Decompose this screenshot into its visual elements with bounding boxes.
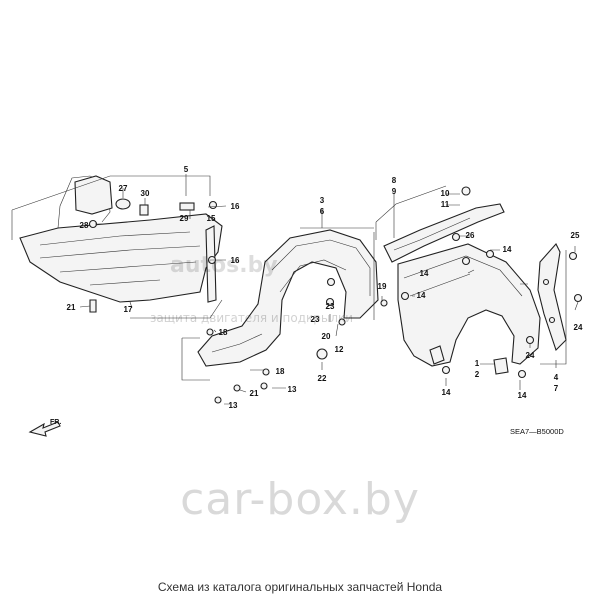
- callout-14-bottom-left: 14: [442, 388, 451, 397]
- callout-5: 5: [184, 165, 189, 174]
- callout-16-lower: 16: [231, 256, 240, 265]
- callout-24-left: 24: [526, 351, 535, 360]
- callout-14-top: 14: [503, 245, 512, 254]
- callout-21-right: 21: [250, 389, 259, 398]
- front-direction-arrow: FR.: [28, 419, 61, 437]
- callout-4: 4: [554, 373, 559, 382]
- callout-18-upper: 18: [219, 328, 228, 337]
- callout-28: 28: [80, 221, 89, 230]
- callout-2: 2: [475, 370, 480, 379]
- callout-19: 19: [378, 282, 387, 291]
- fender-upper-rail: [383, 186, 505, 263]
- callout-3: 3: [320, 196, 325, 205]
- callout-14-left: 14: [417, 291, 426, 300]
- inner-fender: [197, 229, 388, 404]
- fr-label: FR.: [50, 419, 61, 426]
- callout-9: 9: [392, 187, 397, 196]
- leader-lines: [79, 174, 579, 405]
- callout-18-lower: 18: [276, 367, 285, 376]
- footer-caption: Схема из каталога оригинальных запчастей…: [157, 580, 443, 594]
- callout-13-left: 13: [229, 401, 238, 410]
- watermark-sub: защита двигателя и подкрылки: [150, 311, 353, 325]
- callout-25: 25: [571, 231, 580, 240]
- callout-10: 10: [441, 189, 450, 198]
- callout-22: 22: [318, 374, 327, 383]
- fender-bracket: [525, 243, 583, 352]
- callout-23-lower: 23: [311, 315, 320, 324]
- callout-12: 12: [335, 345, 344, 354]
- watermark-main: autos.by: [170, 253, 278, 278]
- callout-23-upper: 23: [326, 302, 335, 311]
- callout-27: 27: [119, 184, 128, 193]
- callout-17: 17: [124, 305, 133, 314]
- callout-20: 20: [322, 332, 331, 341]
- callout-1: 1: [475, 359, 480, 368]
- footer-logo-text: car-box.by: [180, 474, 420, 525]
- diagram-code: SEA7—B5000D: [510, 427, 564, 436]
- callout-26: 26: [466, 231, 475, 240]
- callout-14-bottom-right: 14: [518, 391, 527, 400]
- callout-13-right: 13: [288, 385, 297, 394]
- callout-11: 11: [441, 200, 450, 209]
- front-fender: [397, 243, 541, 379]
- callout-labels: 5 27 30 28 29 15 16 16 21 17 3 6 18 18 2…: [67, 165, 583, 410]
- callout-8: 8: [392, 176, 397, 185]
- callout-30: 30: [141, 189, 150, 198]
- callout-7: 7: [554, 384, 559, 393]
- callout-15: 15: [207, 214, 216, 223]
- callout-14-mid: 14: [420, 269, 429, 278]
- callout-16-upper: 16: [231, 202, 240, 211]
- callout-24-right: 24: [574, 323, 583, 332]
- callout-6: 6: [320, 207, 325, 216]
- callout-21-left: 21: [67, 303, 76, 312]
- callout-29: 29: [180, 214, 189, 223]
